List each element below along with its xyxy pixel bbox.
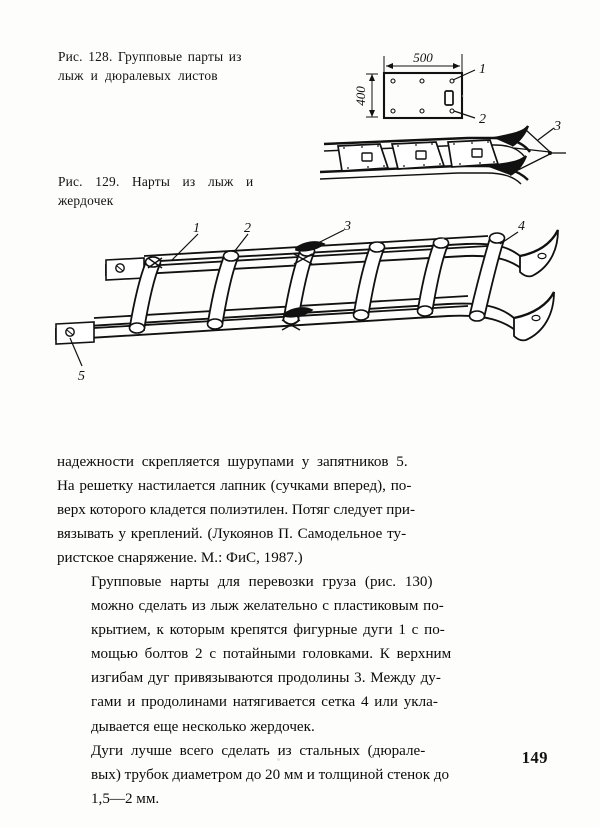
text-line: вых) трубок диаметром до 20 мм и толщино… <box>91 766 450 783</box>
figure-128-callout-1: 1 <box>479 62 486 77</box>
figure-129-caption-line-1: Рис. 129. Нарты из лыж и <box>58 174 254 189</box>
page-number: 149 <box>521 748 548 767</box>
text-line: надежности скрепляется шурупами у запятн… <box>57 454 408 470</box>
text-line: гами и продолинами натягивается сетка 4 … <box>91 694 438 711</box>
figure-128-caption-line-1: Рис. 128. Групповые парты из <box>58 49 242 64</box>
text-line: Дуги лучше всего сделать из стальных (дю… <box>91 742 426 759</box>
figure-130-callout-2: 2 <box>244 221 251 236</box>
figure-128-caption: Рис. 128. Групповые парты из лыж и дюрал… <box>58 47 328 85</box>
text-line: Групповые нарты для перевозки груза (рис… <box>91 574 433 591</box>
scan-speck <box>277 758 280 761</box>
text-line: дывается еще несколько жердочек. <box>91 718 315 735</box>
body-text: надежности скрепляется шурупами у запятн… <box>57 450 549 811</box>
figure-129-caption: Рис. 129. Нарты из лыж и жердочек <box>58 172 328 210</box>
paragraph-1: надежности скрепляется шурупами у запятн… <box>57 450 549 570</box>
text-line: изгибам дуг привязываются продолины 3. М… <box>91 670 441 687</box>
figure-130-callout-1: 1 <box>193 221 200 236</box>
text-line: ристское снаряжение. М.: ФиС, 1987.) <box>57 550 303 567</box>
figure-130-drawing: 1 2 3 4 5 <box>48 218 560 393</box>
text-line: мощью болтов 2 с потайными головками. К … <box>91 646 452 663</box>
figure-129-drawing: 3 <box>318 118 568 203</box>
paragraph-2: Групповые нарты для перевозки груза (рис… <box>57 570 549 738</box>
figure-130-callout-5: 5 <box>78 369 85 384</box>
figure-128-callout-2: 2 <box>479 112 486 127</box>
figure-130-callout-4: 4 <box>518 219 525 234</box>
text-line: можно сделать из лыж желательно с пласти… <box>91 598 444 615</box>
figure-128-height-dimension: 400 <box>353 86 368 106</box>
paragraph-3: Дуги лучше всего сделать из стальных (дю… <box>57 739 549 811</box>
figure-128-caption-line-2: лыж и дюралевых листов <box>58 68 218 83</box>
figure-128-drawing: 500 400 1 2 <box>352 40 552 150</box>
text-line: вязывать у креплений. (Лукоянов П. Самод… <box>57 526 407 543</box>
figure-129-callout-3: 3 <box>553 119 561 134</box>
scan-speck <box>462 95 464 97</box>
scan-speck <box>442 238 444 240</box>
text-line: На решетку настилается лапник (сучками в… <box>57 478 412 495</box>
text-line: крытием, к которым крепятся фигурные дуг… <box>91 622 445 639</box>
figure-129-caption-line-2: жердочек <box>58 193 114 208</box>
text-line: верх которого кладется полиэтилен. Потяг… <box>57 502 415 519</box>
text-line: 1,5—2 мм. <box>91 790 160 807</box>
figure-128-width-dimension: 500 <box>413 50 433 65</box>
figure-130-callout-3: 3 <box>343 219 351 234</box>
